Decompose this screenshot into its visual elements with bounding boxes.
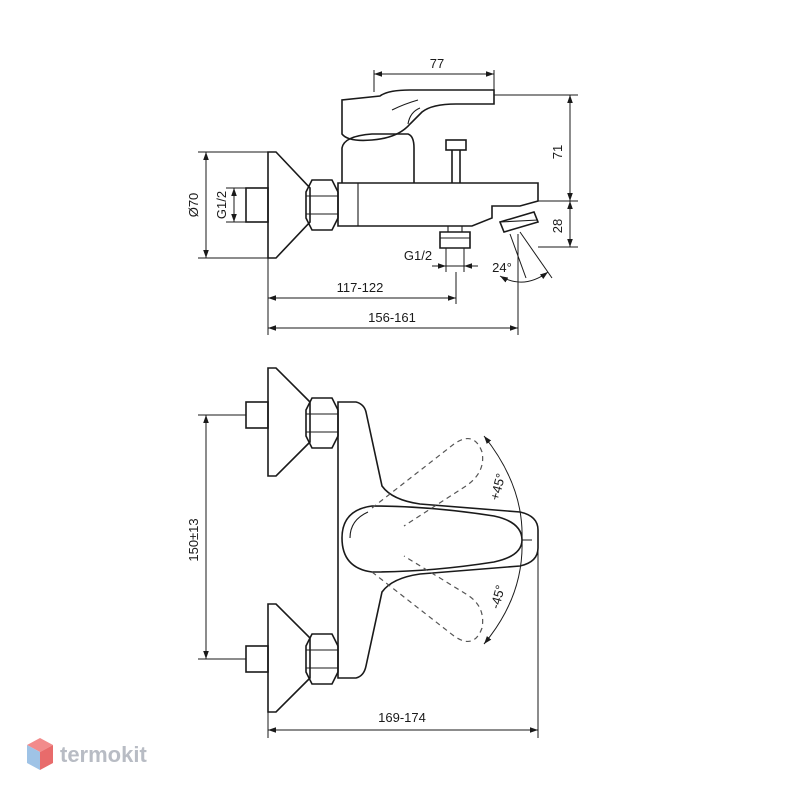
wall-flange <box>267 151 311 259</box>
dim-length-short: 117-122 <box>337 280 384 295</box>
inlet-stub <box>245 187 269 223</box>
side-view: 77 71 28 Ø70 G1/2 G1/2 24° <box>186 56 578 335</box>
shower-outlet <box>439 231 471 249</box>
plan-view: +45° -45° 150±13 169-174 <box>186 367 539 738</box>
dim-centers: 150±13 <box>186 518 201 561</box>
lever-plus-45 <box>371 437 484 527</box>
inlet-lower <box>245 645 269 673</box>
dim-height-lower: 28 <box>550 219 565 233</box>
plan-lever <box>341 505 523 573</box>
dim-height-upper: 71 <box>550 145 565 159</box>
spout-tip <box>498 211 540 233</box>
lever-minus-45 <box>371 555 484 643</box>
dim-thread-outlet: G1/2 <box>404 248 432 263</box>
dim-spout-angle: 24° <box>492 260 512 275</box>
nut-upper <box>305 397 339 449</box>
lever-handle <box>341 89 495 142</box>
inlet-upper <box>245 401 269 429</box>
plan-body <box>337 401 539 679</box>
dim-depth: 169-174 <box>378 710 426 725</box>
dim-length-long: 156-161 <box>368 310 416 325</box>
logo-cube-left <box>27 745 40 770</box>
flange-lower <box>267 603 311 713</box>
nut-lower <box>305 633 339 685</box>
diverter-knob <box>445 139 467 151</box>
mixer-body <box>337 182 539 227</box>
cartridge-cap <box>341 133 415 183</box>
brand-logo: termokit <box>27 738 147 770</box>
dim-handle-reach: 77 <box>430 56 444 71</box>
hex-nut <box>305 179 339 231</box>
dim-rotation-plus: +45° <box>487 472 509 502</box>
logo-cube-right <box>40 745 53 770</box>
dim-thread-inlet: G1/2 <box>214 191 229 219</box>
flange-upper <box>267 367 311 477</box>
brand-name: termokit <box>60 742 147 767</box>
dim-diameter: Ø70 <box>186 193 201 218</box>
dim-rotation-minus: -45° <box>487 583 508 610</box>
